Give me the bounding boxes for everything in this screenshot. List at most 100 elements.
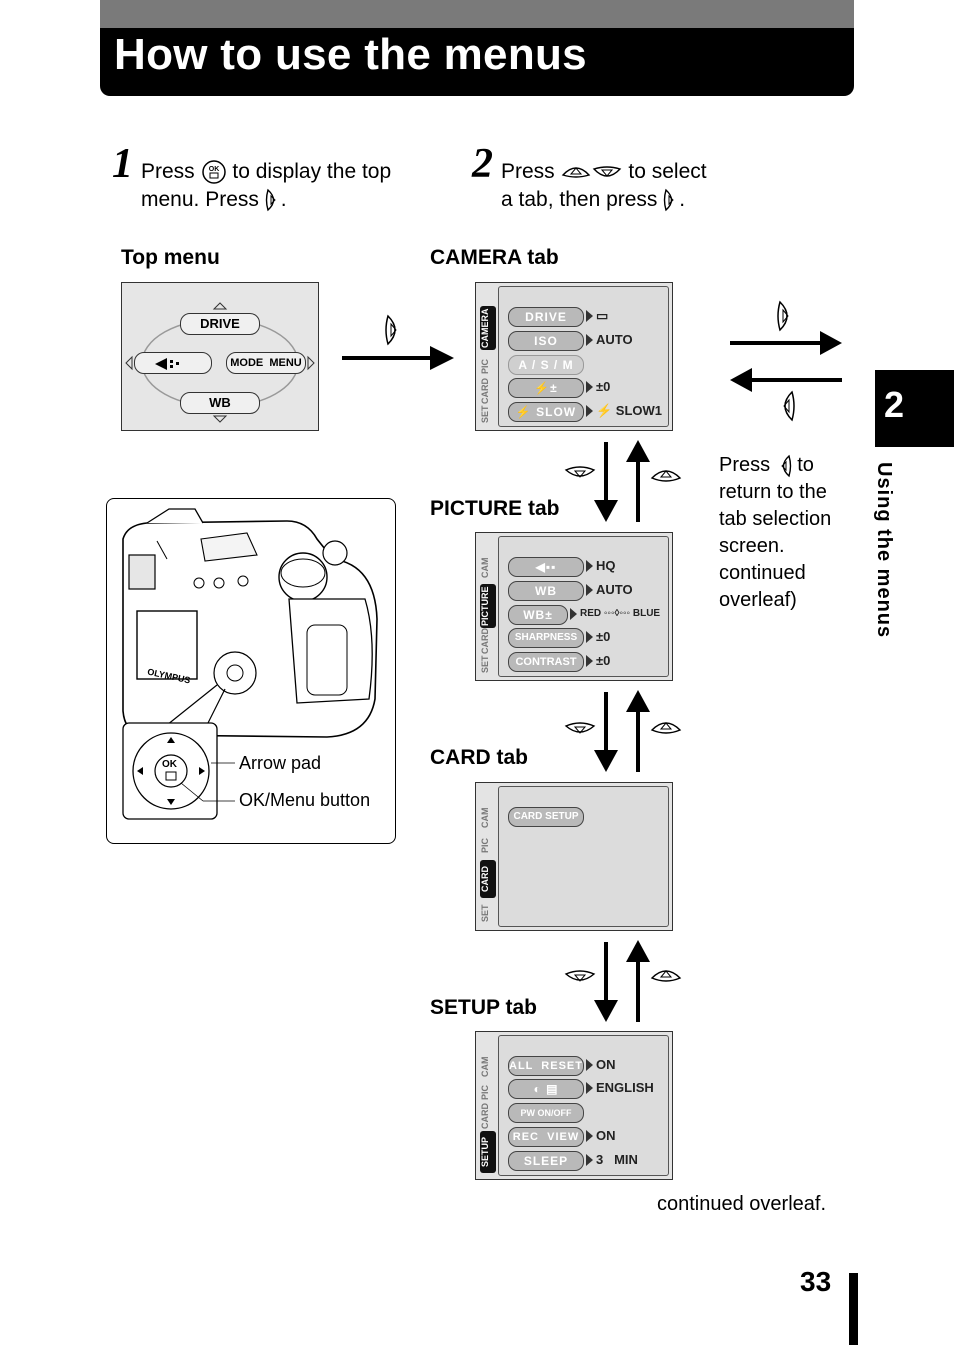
step-2-number: 2	[472, 141, 493, 187]
arrow-right-icon	[586, 1154, 593, 1166]
arrow-right-icon	[570, 608, 577, 620]
step-1-line2: menu. Press	[141, 188, 259, 211]
side-tab-card[interactable]: CARD	[480, 860, 496, 898]
menu-item-slow[interactable]: ⚡ SLOW	[508, 402, 584, 422]
menu-item-sleep[interactable]: SLEEP	[508, 1151, 584, 1171]
side-tab-set[interactable]: SET	[480, 904, 490, 922]
menu-value-drive: ▭	[596, 308, 609, 323]
menu-value-rec-view: ON	[596, 1128, 616, 1143]
menu-item-wb-adjust[interactable]: WB±	[508, 605, 568, 625]
side-tab-card[interactable]: CARD	[480, 628, 490, 654]
top-menu-wb[interactable]: WB	[180, 392, 260, 414]
step-1-text: Press OK to display the top menu. Press …	[141, 158, 391, 214]
menu-item-contrast[interactable]: CONTRAST	[508, 652, 584, 672]
menu-item-pw-setup[interactable]: PW ON/OFF SETUP	[508, 1103, 584, 1136]
arrow-right-icon	[586, 631, 593, 643]
menu-item-card-setup[interactable]: CARD SETUP	[508, 807, 584, 827]
arrow-right-icon	[586, 655, 593, 667]
side-tab-set[interactable]: SET	[480, 655, 490, 673]
continued-text: continued overleaf.	[657, 1193, 827, 1215]
side-tab-setup[interactable]: SETUP	[480, 1131, 496, 1173]
ok-label: OK	[162, 759, 177, 770]
menu-item-asm[interactable]: A / S / M	[508, 355, 584, 375]
enter-return-arrows-icon	[730, 300, 842, 422]
camera-tab-label: CAMERA tab	[430, 246, 559, 269]
card-tab-label: CARD tab	[430, 746, 528, 769]
menu-item-language[interactable]: ◐ ▤	[508, 1079, 584, 1099]
picture-tab-screen: CAM PICTURE CARD SET ◀▪▪ HQ WB AUTO WB± …	[475, 532, 673, 681]
menu-value-iso: AUTO	[596, 332, 633, 347]
menu-item-sharpness[interactable]: SHARPNESS	[508, 628, 584, 648]
return-note-line: screen.	[719, 535, 785, 557]
menu-item-flash-compensation[interactable]: ⚡±	[508, 378, 584, 398]
menu-value-quality: HQ	[596, 558, 616, 573]
page-title: How to use the menus	[114, 30, 587, 79]
left-arrow-key-icon	[780, 454, 791, 477]
menu-item-wb[interactable]: WB	[508, 581, 584, 601]
arrow-right-icon	[586, 584, 593, 596]
step-1-period: .	[280, 188, 287, 211]
tab-navigation-arrows-icon	[564, 440, 682, 522]
chapter-tab	[875, 370, 954, 447]
side-tab-cam[interactable]: CAM	[480, 807, 490, 829]
arrow-right-icon	[586, 334, 593, 346]
menu-value-slow: ⚡ SLOW1	[596, 403, 663, 418]
arrow-right-icon	[586, 1130, 593, 1142]
menu-item-all-reset[interactable]: ALL RESET	[508, 1056, 584, 1076]
ok-menu-button-icon: OK	[201, 160, 226, 185]
menu-value-contrast: ±0	[596, 653, 611, 668]
return-note-line: continued	[719, 562, 806, 584]
menu-value-all-reset: ON	[596, 1057, 616, 1072]
side-tab-card[interactable]: CARD	[480, 1103, 490, 1129]
camera-illustration: OLYMPUS OK Arrow pad OK/Menu button	[106, 498, 396, 844]
menu-value-wb-adjust: RED ◦◦◦◊◦◦◦ BLUE	[580, 608, 661, 619]
right-arrow-icon	[342, 314, 454, 370]
side-tab-cam[interactable]: CAM	[480, 1056, 490, 1078]
side-tab-cam[interactable]: CAM	[480, 557, 490, 579]
arrow-right-icon	[586, 381, 593, 393]
right-arrow-key-icon	[664, 189, 674, 212]
arrow-pad-callout: Arrow pad	[239, 753, 322, 773]
menu-item-rec-view[interactable]: REC VIEW	[508, 1127, 584, 1147]
return-note-line: overleaf)	[719, 589, 797, 611]
step-2-period: .	[679, 188, 686, 211]
return-note-to: to	[797, 454, 814, 476]
tab-navigation-arrows-icon	[564, 940, 682, 1022]
menu-item-drive[interactable]: DRIVE	[508, 307, 584, 327]
side-tab-picture[interactable]: PICTURE	[480, 584, 496, 628]
svg-text:OK: OK	[208, 166, 219, 173]
camera-tab-screen: CAMERA PIC CARD SET DRIVE ▭ ISO AUTO A /…	[475, 282, 673, 431]
side-tab-pic[interactable]: PIC	[480, 1084, 490, 1100]
menu-item-iso[interactable]: ISO	[508, 331, 584, 351]
header-strip	[100, 0, 854, 28]
step-2-press: Press	[501, 160, 555, 183]
side-tab-card[interactable]: CARD	[480, 378, 490, 404]
return-note-line: return to the	[719, 481, 827, 503]
picture-tab-label: PICTURE tab	[430, 497, 560, 520]
arrow-right-icon	[586, 1059, 593, 1071]
side-tab-pic[interactable]: PIC	[480, 837, 490, 853]
return-note: Press to return to the tab selection scr…	[719, 452, 831, 614]
menu-value-flash-compensation: ±0	[596, 379, 611, 394]
side-tabs: CAM PIC CARD SET	[478, 786, 498, 927]
side-tab-camera[interactable]: CAMERA	[480, 306, 496, 350]
menu-item-quality[interactable]: ◀▪▪	[508, 557, 584, 577]
image-quality-icon	[155, 357, 179, 370]
setup-tab-label: SETUP tab	[430, 996, 537, 1019]
step-2-rest: to select	[628, 160, 707, 183]
side-tabs: CAMERA PIC CARD SET	[478, 286, 498, 427]
tab-navigation-arrows-icon	[564, 690, 682, 772]
arrow-right-icon	[586, 310, 593, 322]
top-menu-mode-menu[interactable]: MODE MENU	[226, 352, 306, 374]
step-2-line2: a tab, then press	[501, 188, 658, 211]
side-tab-set[interactable]: SET	[480, 405, 490, 423]
side-tab-pic[interactable]: PIC	[480, 358, 490, 374]
ok-menu-callout: OK/Menu button	[239, 790, 371, 810]
top-menu-screen: DRIVE MODE MENU WB	[121, 282, 319, 431]
top-menu-drive[interactable]: DRIVE	[180, 313, 260, 335]
return-note-press: Press	[719, 454, 771, 476]
page-rule	[849, 1273, 858, 1345]
chapter-label: Using the menus	[873, 462, 895, 639]
arrow-right-icon	[586, 405, 593, 417]
top-menu-quality[interactable]	[134, 352, 212, 374]
